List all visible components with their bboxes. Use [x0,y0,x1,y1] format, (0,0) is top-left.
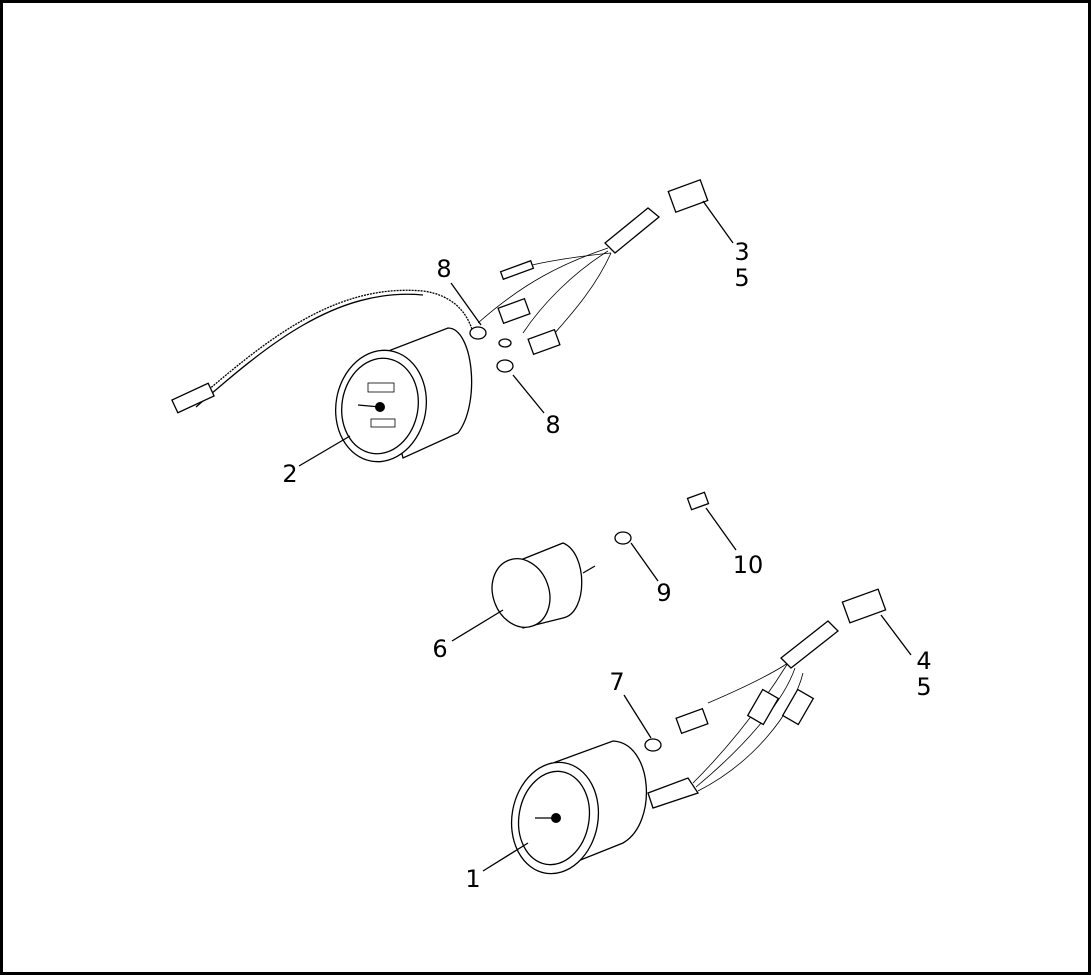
callout-6: 6 [432,635,447,663]
bulb-7 [644,738,662,752]
callout-5-upper: 5 [734,264,749,292]
diagram-canvas: 8 3 5 8 2 10 9 6 4 5 7 1 [171,179,932,893]
speedometer-assembly-1 [510,588,887,875]
bulb-9 [614,531,632,545]
leader-lines [298,200,912,872]
callout-8-lower: 8 [545,411,560,439]
bulb-socket-10 [686,491,710,511]
callout-8-upper: 8 [436,255,451,283]
callout-5-lower: 5 [916,673,931,701]
speedometer-assembly-2 [171,179,709,463]
callout-7: 7 [609,668,624,696]
callout-1: 1 [465,865,480,893]
callout-2: 2 [282,460,297,488]
callout-3: 3 [734,238,749,266]
callout-4: 4 [916,647,931,675]
gauge-6 [491,542,596,629]
callout-9: 9 [656,579,671,607]
callout-10: 10 [733,551,764,579]
